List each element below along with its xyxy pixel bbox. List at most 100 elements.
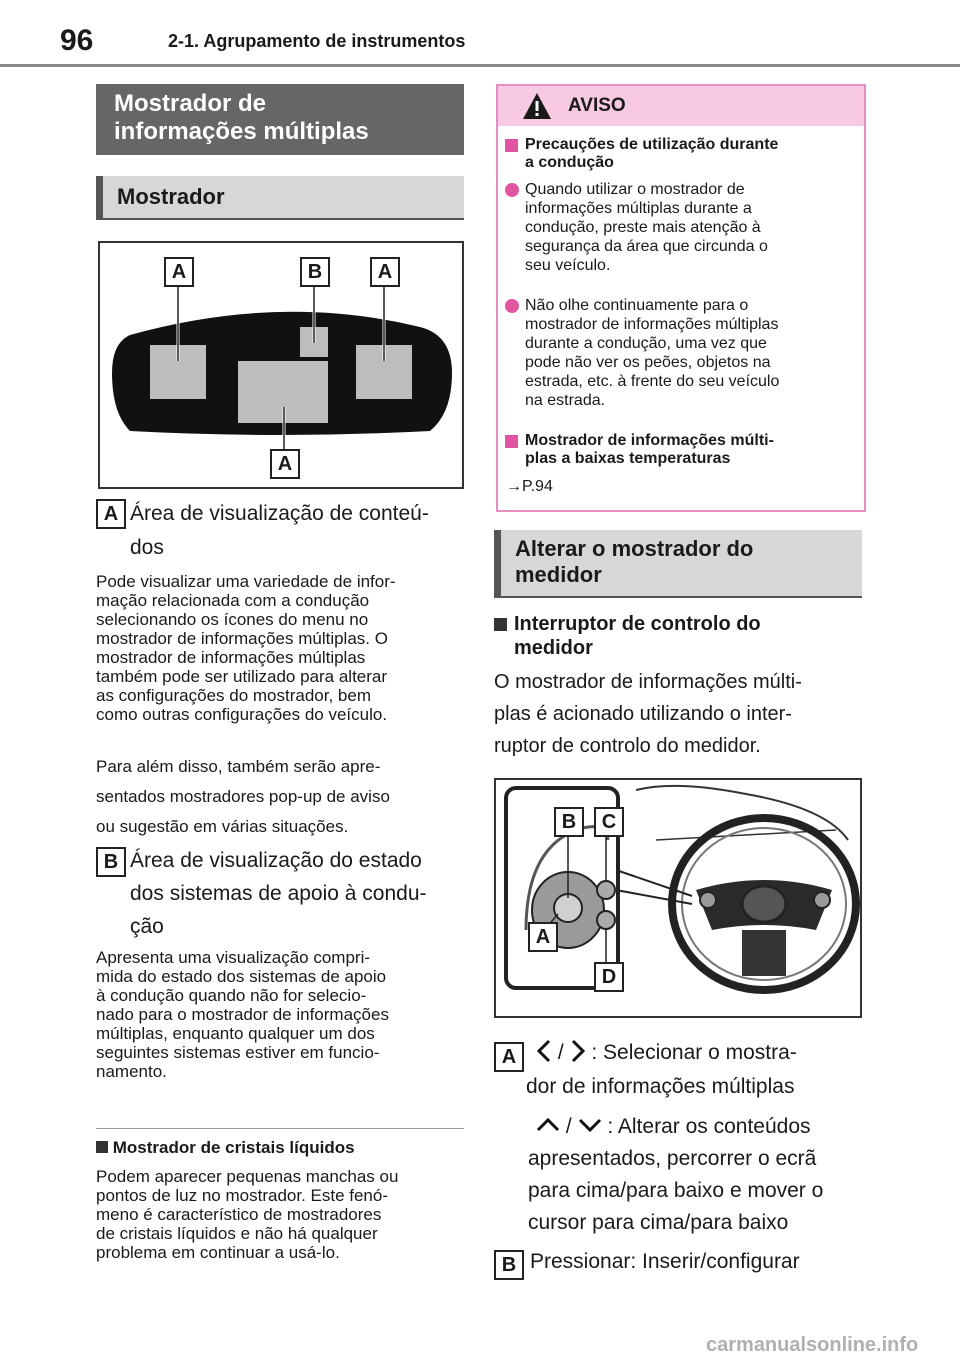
body-line: Podem aparecer pequenas manchas ou (96, 1167, 399, 1186)
item-label-b: B (96, 847, 126, 877)
warning-line: seu veículo. (525, 257, 611, 274)
warning-line: na estrada. (525, 392, 606, 409)
item-a-body: Pode visualizar uma variedade de infor- … (96, 572, 396, 724)
item-b-title-line: Área de visualização do estado (130, 849, 422, 872)
chevron-right-icon (571, 1039, 585, 1063)
body-line: múltiplas, enquanto qualquer um dos (96, 1024, 375, 1043)
body-line: cursor para cima/para baixo (528, 1211, 789, 1234)
figure-label-a: A (164, 257, 194, 287)
figure-label-a: A (370, 257, 400, 287)
item-b-title-line: dos sistemas de apoio à condu- (130, 882, 427, 905)
header-rule (0, 64, 960, 67)
body-line: mação relacionada com a condução (96, 591, 370, 610)
warning-line: durante a condução, uma vez que (525, 335, 767, 352)
page-reference[interactable]: →P.94 (506, 478, 553, 495)
bullet-square-icon (505, 435, 518, 448)
body-line: ou sugestão em várias situações. (96, 817, 349, 836)
item-label-a: A (96, 499, 126, 529)
switch-figure: B C A D (494, 778, 862, 1018)
item-b-text: Pressionar: Inserir/configurar (530, 1250, 800, 1273)
chevron-left-icon (536, 1039, 551, 1063)
subsection-title: Alterar o mostrador do medidor (515, 536, 754, 587)
item-label-b: B (494, 1250, 524, 1280)
body-line: também pode ser utilizado para alterar (96, 667, 388, 686)
item-a-line-3: / : Alterar os conteúdos (536, 1110, 811, 1144)
body-line: as configurações do mostrador, bem (96, 686, 371, 705)
warning-line: Não olhe continuamente para o (525, 297, 749, 314)
body-line: à condução quando não for selecio- (96, 986, 367, 1005)
body-line: de cristais líquidos e não há qualquer (96, 1224, 378, 1243)
item-a-text: : Alterar os conteúdos (607, 1115, 811, 1138)
lcd-title: Mostrador de cristais líquidos (112, 1138, 355, 1157)
body-line: ruptor de controlo do medidor. (494, 735, 761, 757)
item-a-title: Área de visualização de conteú- dos (130, 497, 429, 565)
item-a-text: : Selecionar o mostra- (591, 1041, 797, 1064)
switch-body: O mostrador de informações múlti- plas é… (494, 666, 802, 762)
figure-label-a: A (270, 449, 300, 479)
slash-separator: / (565, 1115, 572, 1138)
subsection-title: Mostrador (117, 184, 225, 209)
figure-label-a: A (528, 922, 558, 952)
warning-line: pode não ver os peões, objetos na (525, 354, 771, 371)
body-line: apresentados, percorrer o ecrã (528, 1147, 817, 1170)
body-line: nado para o mostrador de informações (96, 1005, 389, 1024)
item-a-more: apresentados, percorrer o ecrã para cima… (528, 1143, 823, 1239)
item-b-title-line: ção (130, 915, 164, 938)
switch-heading-line: medidor (514, 637, 593, 659)
warning-title: AVISO (568, 95, 626, 116)
bullet-square-icon (96, 1141, 108, 1153)
warning-line: estrada, etc. à frente do seu veículo (525, 373, 780, 390)
body-line: namento. (96, 1062, 167, 1081)
bullet-square-icon (494, 618, 507, 631)
switch-heading-line: Interruptor de controlo do (514, 613, 761, 635)
warning-section-2: Mostrador de informações múlti- plas a b… (505, 432, 774, 468)
section-title-box: Mostrador de informações múltiplas (96, 84, 464, 155)
section-title: Mostrador de informações múltiplas (114, 90, 369, 145)
warning-line: mostrador de informações múltiplas (525, 316, 779, 333)
lcd-body: Podem aparecer pequenas manchas ou ponto… (96, 1167, 398, 1262)
body-line: Para além disso, também serão apre- (96, 757, 381, 776)
subsection-title-box: Alterar o mostrador do medidor (494, 530, 862, 598)
body-line: Pode visualizar uma variedade de infor- (96, 572, 396, 591)
body-line: mida do estado dos sistemas de apoio (96, 967, 387, 986)
body-line: pontos de luz no mostrador. Este fenó- (96, 1186, 389, 1205)
body-line: O mostrador de informações múlti- (494, 671, 802, 693)
body-line: mostrador de informações múltiplas (96, 648, 366, 667)
slash-separator: / (557, 1041, 564, 1064)
body-line: sentados mostradores pop-up de aviso (96, 787, 390, 806)
warning-line: informações múltiplas durante a (525, 200, 752, 217)
lcd-heading: Mostrador de cristais líquidos (96, 1138, 355, 1158)
figure-label-b: B (554, 807, 584, 837)
warning-line: Quando utilizar o mostrador de (525, 181, 745, 198)
subsection-title-box: Mostrador (96, 176, 464, 220)
running-header: 2-1. Agrupamento de instrumentos (168, 31, 466, 51)
item-label-a: A (494, 1042, 524, 1072)
warning-triangle-icon (523, 93, 551, 119)
chevron-down-icon (578, 1118, 601, 1133)
warning-box: AVISO Precauções de utilização durante a… (496, 84, 866, 512)
warning-line: condução, preste mais atenção à (525, 219, 761, 236)
body-line: problema em continuar a usá-lo. (96, 1243, 340, 1262)
body-line: mostrador de informações múltiplas. O (96, 629, 388, 648)
warning-heading-line: Mostrador de informações múlti- (525, 432, 774, 449)
watermark: carmanualsonline.info (706, 1334, 919, 1356)
body-line: como outras configurações do veículo. (96, 705, 388, 724)
item-b-title: Área de visualização do estado dos siste… (130, 844, 427, 943)
warning-header: AVISO (498, 86, 864, 126)
bullet-dot-icon (505, 299, 519, 313)
body-line: Apresenta uma visualização compri- (96, 948, 371, 967)
warning-heading-line: plas a baixas temperaturas (525, 450, 731, 467)
body-line: meno é característico de mostradores (96, 1205, 382, 1224)
item-a-extra: Para além disso, também serão apre- sent… (96, 752, 390, 842)
section-divider (96, 1128, 464, 1129)
display-figure: A B A A (98, 241, 464, 489)
warning-section-1: Precauções de utilização durante a condu… (505, 136, 778, 172)
warning-bullet-1: Quando utilizar o mostrador de informaçõ… (505, 180, 768, 275)
warning-bullet-2: Não olhe continuamente para o mostrador … (505, 296, 779, 410)
figure-label-d: D (594, 962, 624, 992)
warning-line: segurança da área que circunda o (525, 238, 768, 255)
body-line: selecionando os ícones do menu no (96, 610, 369, 629)
body-line: seguintes sistemas estiver em funcio- (96, 1043, 380, 1062)
item-a-title-line: dos (130, 536, 164, 559)
item-a-line-2: dor de informações múltiplas (526, 1075, 795, 1098)
